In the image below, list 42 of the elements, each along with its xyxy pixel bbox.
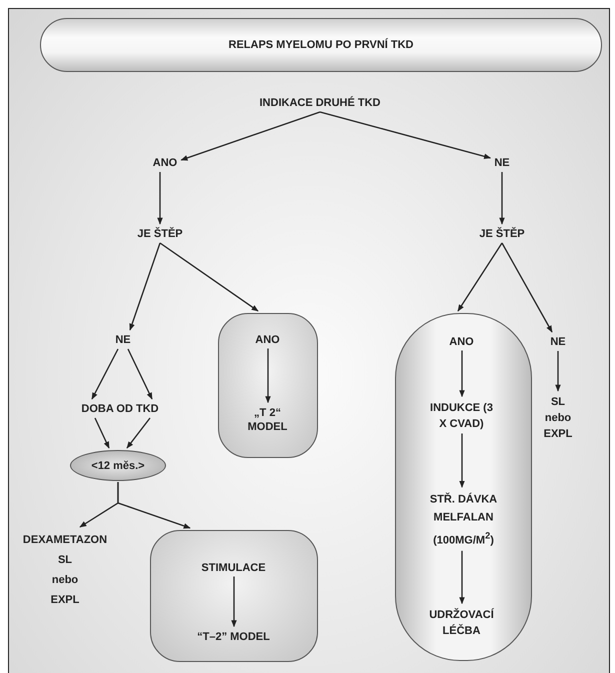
flow-label: DOBA OD TKD	[79, 401, 161, 417]
arrow	[157, 172, 163, 225]
title-banner	[40, 18, 602, 72]
arrow	[129, 242, 161, 331]
title-text: RELAPS MYELOMU PO PRVNÍ TKD	[228, 38, 414, 52]
flow-label: INDUKCE (3 X CVAD)	[428, 398, 496, 432]
arrow	[160, 242, 259, 312]
arrow	[555, 351, 561, 392]
flow-label: INDIKACE DRUHÉ TKD	[258, 95, 382, 111]
arrow	[127, 348, 153, 400]
flow-label: UDRŽOVACÍ LÉČBA	[419, 606, 504, 640]
flow-label: „T 2“ MODEL	[238, 404, 298, 434]
arrow	[91, 348, 119, 400]
flow-label: STIMULACE	[199, 560, 268, 576]
flow-label: ANO	[447, 334, 476, 350]
rounded-box	[150, 530, 318, 662]
rounded-box	[218, 313, 318, 458]
flow-label: NE	[548, 334, 568, 350]
flow-label: STŘ. DÁVKA MELFALAN (100MG/M$^{2}$)	[418, 489, 508, 550]
arrow	[501, 242, 553, 333]
flow-label: NE	[113, 332, 133, 348]
arrow	[320, 111, 492, 160]
arrow	[459, 434, 465, 488]
flow-label: SL nebo EXPL	[542, 393, 574, 443]
flow-label: ANO	[150, 155, 180, 171]
flow-label: DEXAMETAZON SL nebo EXPL	[20, 529, 110, 611]
node-label: <12 měs.>	[91, 458, 145, 472]
flow-label: JE ŠTĚP	[135, 226, 185, 242]
arrow	[180, 111, 320, 161]
flow-label: JE ŠTĚP	[477, 226, 527, 242]
arrow	[126, 418, 151, 449]
flow-label: NE	[492, 155, 512, 171]
arrow	[499, 172, 505, 225]
flow-label: “T–2” MODEL	[195, 628, 272, 644]
flow-label: ANO	[253, 332, 282, 348]
arrow	[459, 350, 465, 398]
arrow	[231, 576, 237, 628]
arrow	[94, 418, 110, 449]
arrow	[265, 348, 271, 404]
arrow	[459, 550, 465, 604]
arrow	[457, 242, 503, 312]
arrow	[117, 482, 191, 529]
